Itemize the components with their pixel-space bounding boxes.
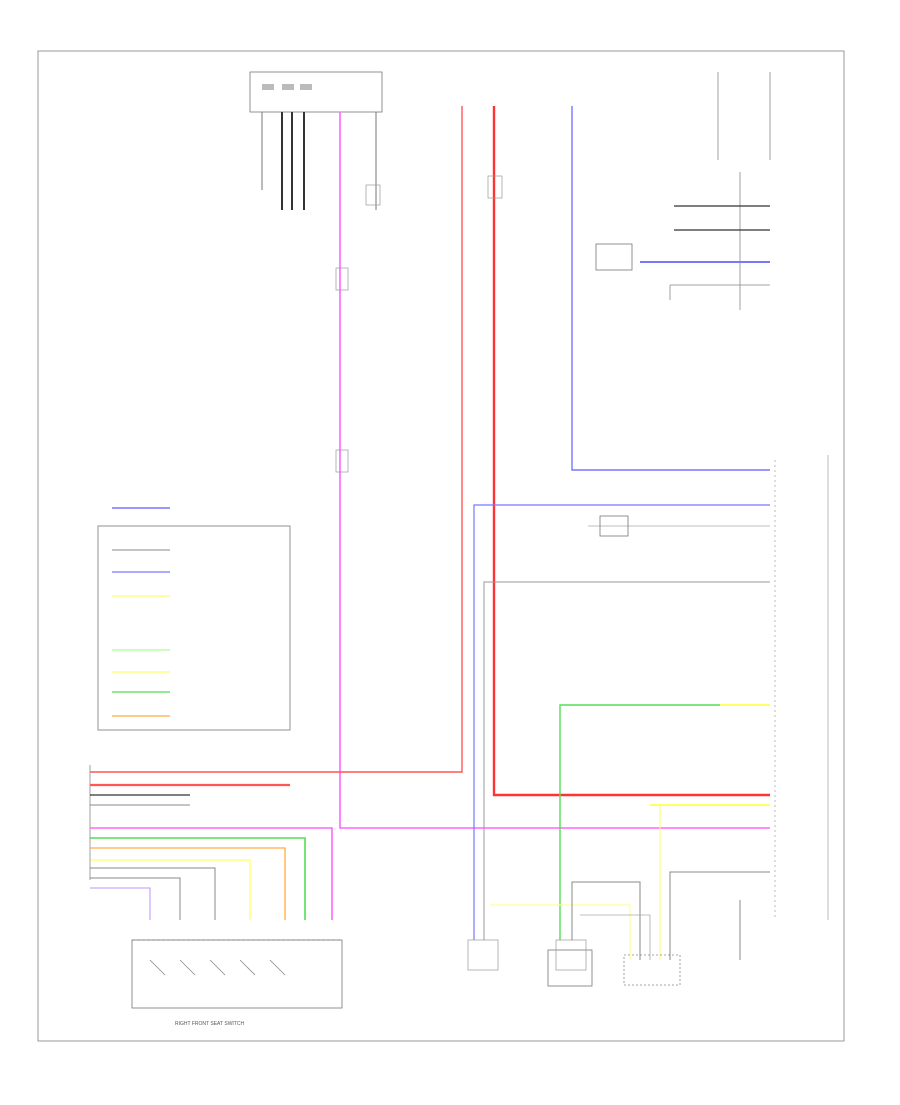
bottom-middle-connectors: [467, 939, 587, 971]
top-right-subcircuit: [595, 72, 771, 310]
blue-wire: [473, 106, 770, 940]
top-left-connector: [249, 71, 383, 210]
yellow-wires: [90, 704, 770, 960]
lower-right-wiring: [547, 871, 770, 987]
pink-wire: [335, 112, 770, 829]
red-wire: [90, 106, 770, 797]
diagram-frame: [37, 50, 845, 1042]
seat-switch-box: RIGHT FRONT SEAT SWITCH: [131, 939, 343, 1027]
left-switch-panel: [97, 507, 291, 731]
gray-wire: [483, 515, 770, 940]
right-connector-column: [774, 455, 829, 920]
green-wires: [90, 704, 770, 940]
lower-left-connector: [89, 765, 333, 920]
seat-switch-label: RIGHT FRONT SEAT SWITCH: [175, 1021, 244, 1027]
